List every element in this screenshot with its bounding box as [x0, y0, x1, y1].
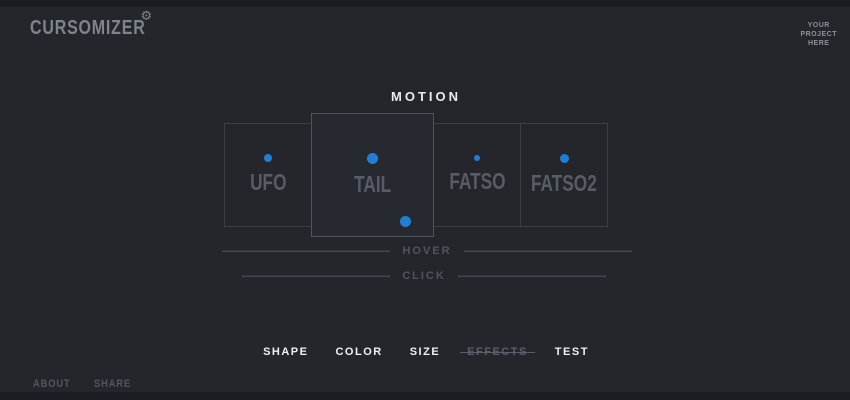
footer-link-about[interactable]: ABOUT [33, 378, 71, 390]
divider-line [457, 275, 607, 277]
motion-card-row: UFO TAIL FATSO FATSO2 [224, 113, 628, 237]
motion-card-fatso[interactable]: FATSO [433, 123, 521, 227]
menu-item-shape[interactable]: SHAPE [263, 346, 309, 358]
menu-item-test[interactable]: TEST [554, 346, 589, 358]
click-label: CLICK [402, 270, 446, 282]
promo-line-1: YOUR [807, 22, 830, 29]
bottom-band [0, 392, 850, 400]
blue-dot-icon [367, 152, 378, 164]
blue-dot-icon [474, 155, 480, 161]
promo-line-3: HERE [807, 40, 830, 47]
footer-link-share[interactable]: SHARE [94, 378, 132, 390]
gear-icon: ⚙ [140, 9, 153, 24]
motion-card-tail[interactable]: TAIL [311, 113, 434, 237]
motion-section-title: MOTION [391, 89, 461, 104]
motion-card-label: FATSO [448, 168, 506, 194]
logo[interactable]: CURSOMIZER ⚙ [30, 10, 152, 40]
blue-dot-icon [559, 153, 569, 163]
hover-control[interactable]: HOVER [222, 245, 632, 257]
menu-item-effects: EFFECTS [460, 346, 535, 358]
motion-card-label: TAIL [353, 170, 392, 197]
cursor-dot [400, 216, 411, 227]
motion-card-ufo[interactable]: UFO [224, 123, 312, 227]
top-band [0, 0, 850, 7]
blue-dot-icon [264, 154, 272, 162]
promo-line-2: PROJECT [800, 31, 837, 38]
divider-line [463, 250, 632, 252]
promo-slot[interactable]: YOUR PROJECT HERE [800, 21, 837, 48]
divider-line [222, 250, 391, 252]
hover-label: HOVER [402, 245, 452, 257]
main-menu: SHAPE COLOR SIZE EFFECTS TEST [224, 346, 628, 358]
logo-text: CURSOMIZER [30, 17, 146, 39]
divider-line [242, 275, 391, 277]
click-control[interactable]: CLICK [242, 270, 607, 282]
menu-item-color[interactable]: COLOR [335, 346, 383, 358]
footer: ABOUT SHARE [33, 378, 138, 390]
motion-card-label: UFO [249, 169, 287, 195]
motion-card-fatso2[interactable]: FATSO2 [520, 123, 608, 227]
menu-item-size[interactable]: SIZE [409, 346, 441, 358]
motion-card-label: FATSO2 [531, 169, 597, 196]
